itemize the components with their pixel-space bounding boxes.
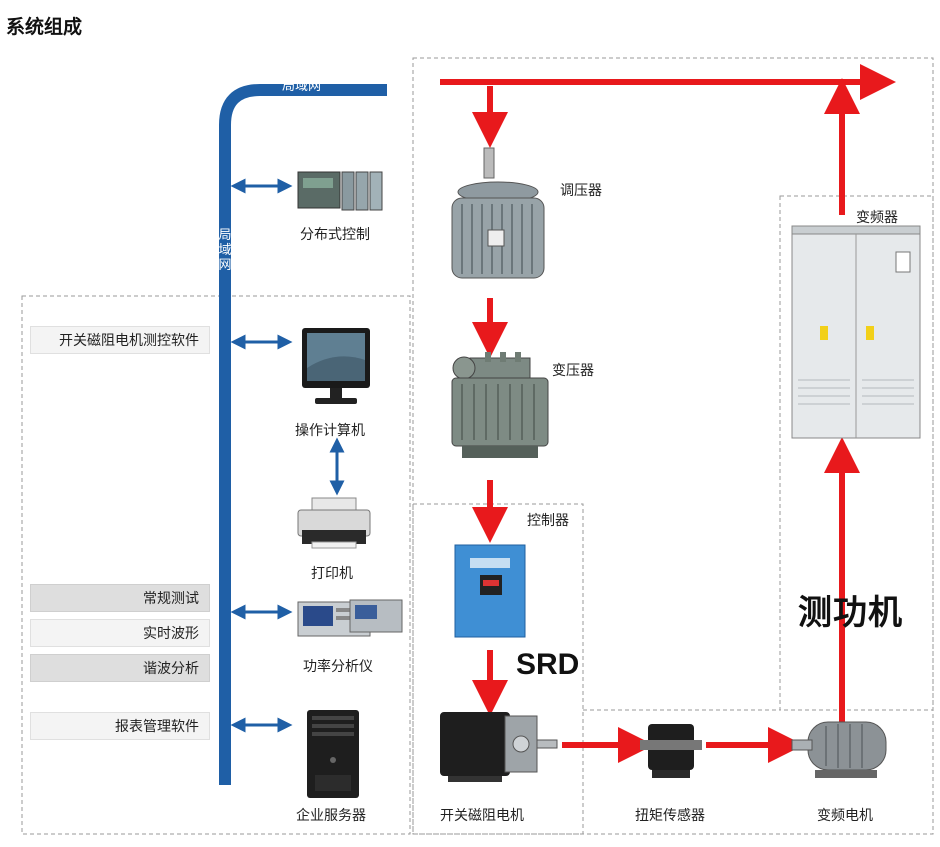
server-icon <box>307 710 359 798</box>
lan-label-horizontal: 局域网 <box>282 79 322 94</box>
plc-icon <box>297 171 383 211</box>
report-software-button[interactable]: 报表管理软件 <box>30 712 210 740</box>
sr-motor-label: 开关磁阻电机 <box>440 808 524 824</box>
power-analyzer-label: 功率分析仪 <box>303 659 373 675</box>
voltage-regulator-label: 调压器 <box>560 183 602 199</box>
lan-label-vertical: 局 域 网 <box>217 228 233 273</box>
distributed-control-label: 分布式控制 <box>300 227 370 243</box>
sr-motor-icon <box>440 712 558 782</box>
left-software-region <box>21 295 411 835</box>
transformer-label: 变压器 <box>552 363 594 379</box>
software-main-button[interactable]: 开关磁阻电机测控软件 <box>30 326 210 354</box>
computer-label: 操作计算机 <box>295 423 365 439</box>
transformer-icon <box>451 352 549 458</box>
vf-motor-icon <box>791 721 887 778</box>
monitor-icon <box>302 328 370 404</box>
inverter-region <box>779 195 934 711</box>
right-equipment-region <box>412 57 934 835</box>
inverter-cabinet-icon <box>791 225 921 439</box>
server-label: 企业服务器 <box>296 808 366 824</box>
test-harmonic-button[interactable]: 谐波分析 <box>30 654 210 682</box>
torque-sensor-icon <box>640 724 702 778</box>
dashed-regions <box>21 57 934 835</box>
vf-motor-label: 变频电机 <box>817 808 873 824</box>
controller-icon <box>454 544 526 638</box>
lan-pipe <box>219 84 387 785</box>
controller-label: 控制器 <box>527 513 569 529</box>
test-realtime-wave-button[interactable]: 实时波形 <box>30 619 210 647</box>
lan-char: 域 <box>218 243 232 258</box>
printer-label: 打印机 <box>311 566 353 582</box>
srd-label: SRD <box>516 648 580 681</box>
dynamometer-label: 测功机 <box>798 593 903 633</box>
page-title: 系统组成 <box>6 16 83 38</box>
controller-region <box>412 503 584 835</box>
lan-char: 网 <box>218 258 232 273</box>
inverter-label: 变频器 <box>856 210 898 226</box>
lan-char: 局 <box>218 228 232 243</box>
test-routine-button[interactable]: 常规测试 <box>30 584 210 612</box>
torque-sensor-label: 扭矩传感器 <box>635 808 705 824</box>
voltage-regulator-icon <box>451 147 545 279</box>
power-analyzer-icon <box>297 599 403 637</box>
printer-icon <box>297 497 371 549</box>
